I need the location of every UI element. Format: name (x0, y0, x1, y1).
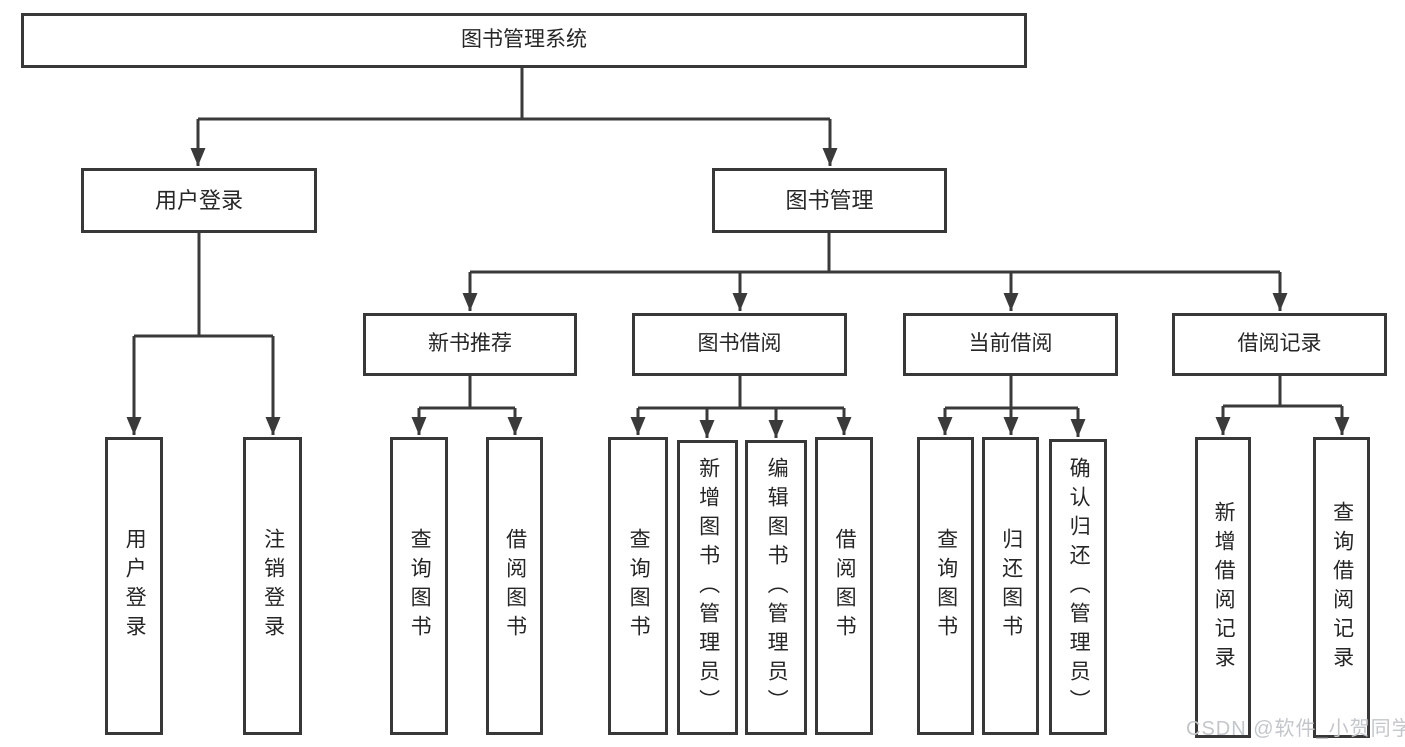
leaf-query-borrow-record: 查询借阅记录 (1313, 437, 1370, 738)
node-new-book-recommendation: 新书推荐 (363, 313, 577, 376)
node-borrowing-records: 借阅记录 (1172, 313, 1387, 376)
leaf-query-books: 查询图书 (390, 437, 448, 735)
node-user-login: 用户登录 (81, 168, 317, 233)
leaf-logout: 注销登录 (243, 437, 302, 735)
leaf-return-books: 归还图书 (982, 437, 1039, 735)
csdn-watermark: CSDN @软件_小贺同学 (1186, 718, 1405, 740)
node-book-borrowing: 图书借阅 (632, 313, 847, 376)
leaf-edit-books-admin: 编辑图书（管理员） (745, 440, 807, 735)
leaf-confirm-return-admin: 确认归还（管理员） (1049, 439, 1107, 735)
leaf-add-books-admin: 新增图书（管理员） (677, 440, 738, 735)
leaf-borrow-books-borrowing: 借阅图书 (815, 437, 873, 735)
leaf-query-books-borrowing: 查询图书 (608, 437, 668, 735)
node-book-management: 图书管理 (712, 168, 947, 233)
leaf-borrow-books: 借阅图书 (486, 437, 543, 735)
node-current-borrowing: 当前借阅 (903, 313, 1118, 376)
node-library-management-system: 图书管理系统 (21, 13, 1027, 68)
leaf-add-borrow-record: 新增借阅记录 (1195, 437, 1251, 738)
leaf-user-login: 用户登录 (105, 437, 163, 735)
leaf-query-books-current: 查询图书 (917, 437, 974, 735)
